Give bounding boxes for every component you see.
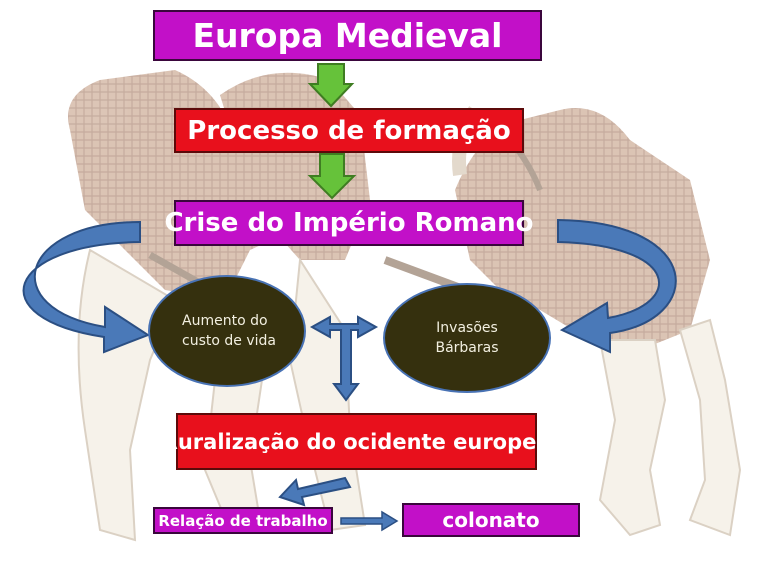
work-relation-box: Relação de trabalho	[153, 507, 333, 534]
barbarian-invasions-oval: Invasões Bárbaras	[383, 283, 551, 393]
crisis-box: Crise do Império Romano	[164, 200, 534, 246]
curved-arrow-right-icon	[557, 218, 677, 354]
title-box: Europa Medieval	[153, 10, 542, 61]
right-arrow-icon	[340, 510, 399, 532]
colonato-box: colonato	[402, 503, 580, 537]
curved-arrow-left-icon	[22, 220, 151, 354]
cost-of-living-oval: Aumento do custo de vida	[148, 275, 306, 387]
ruralization-box: Ruralização do ocidente europeu	[162, 413, 551, 470]
diagonal-arrow-icon	[278, 476, 352, 507]
down-arrow-icon	[307, 153, 357, 200]
cross-arrow-icon	[309, 315, 379, 402]
down-arrow-icon	[307, 63, 355, 108]
process-box: Processo de formação	[174, 108, 524, 153]
